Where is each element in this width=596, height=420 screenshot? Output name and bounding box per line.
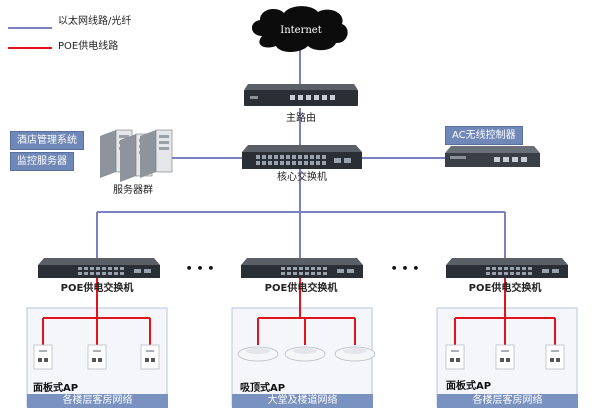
poe-legend-swatch [8,47,52,49]
panel-ap-icon [445,344,465,370]
panel-ap-icon [87,344,107,370]
router-label: 主路由 [286,111,316,124]
poe-switch-label: POE供电交换机 [469,281,542,294]
poe-switch-icon [446,258,568,278]
poe-switch-label: POE供电交换机 [61,281,134,294]
ceiling-ap-icon [237,346,279,362]
zone-area-bar: 各楼层客房网络 [27,394,168,408]
zone-ap-type-label: 面板式AP [446,381,492,392]
zone-ap-type-label: 吸顶式AP [240,383,286,394]
core-switch-icon [242,145,362,169]
more-switches-ellipsis: • • • [391,262,420,275]
ethernet-legend-label: 以太网线路/光纤 [58,16,132,27]
poe-switch-icon [241,258,363,278]
poe-switch-label: POE供电交换机 [265,281,338,294]
panel-ap-icon [545,344,565,370]
zone-area-bar: 大堂及楼道网络 [232,394,373,408]
panel-ap-icon [33,344,53,370]
server-group-label: 服务器群 [113,183,153,196]
panel-ap-icon [140,344,160,370]
router-icon [244,84,358,106]
poe-switch-icon [38,258,160,278]
hotel-system-label: 酒店管理系统 [10,131,84,150]
monitor-server-label: 监控服务器 [10,152,74,171]
ethernet-legend-swatch [8,27,52,29]
internet-label: Internet [280,25,321,36]
panel-ap-icon [495,344,515,370]
internet-cloud-icon [251,6,348,52]
ethernet-links [96,48,506,262]
ac-controller-label: AC无线控制器 [445,126,523,145]
server-group-icon [100,129,173,182]
zone-area-bar: 各楼层客房网络 [437,394,578,408]
more-switches-ellipsis: • • • [186,262,215,275]
zone-ap-type-label: 面板式AP [33,383,79,394]
ceiling-ap-icon [284,346,326,362]
poe-links [42,278,556,345]
poe-legend-label: POE供电线路 [58,41,119,52]
core-switch-label: 核心交换机 [277,170,327,183]
ac-controller-icon [445,146,540,167]
ceiling-ap-icon [334,346,376,362]
